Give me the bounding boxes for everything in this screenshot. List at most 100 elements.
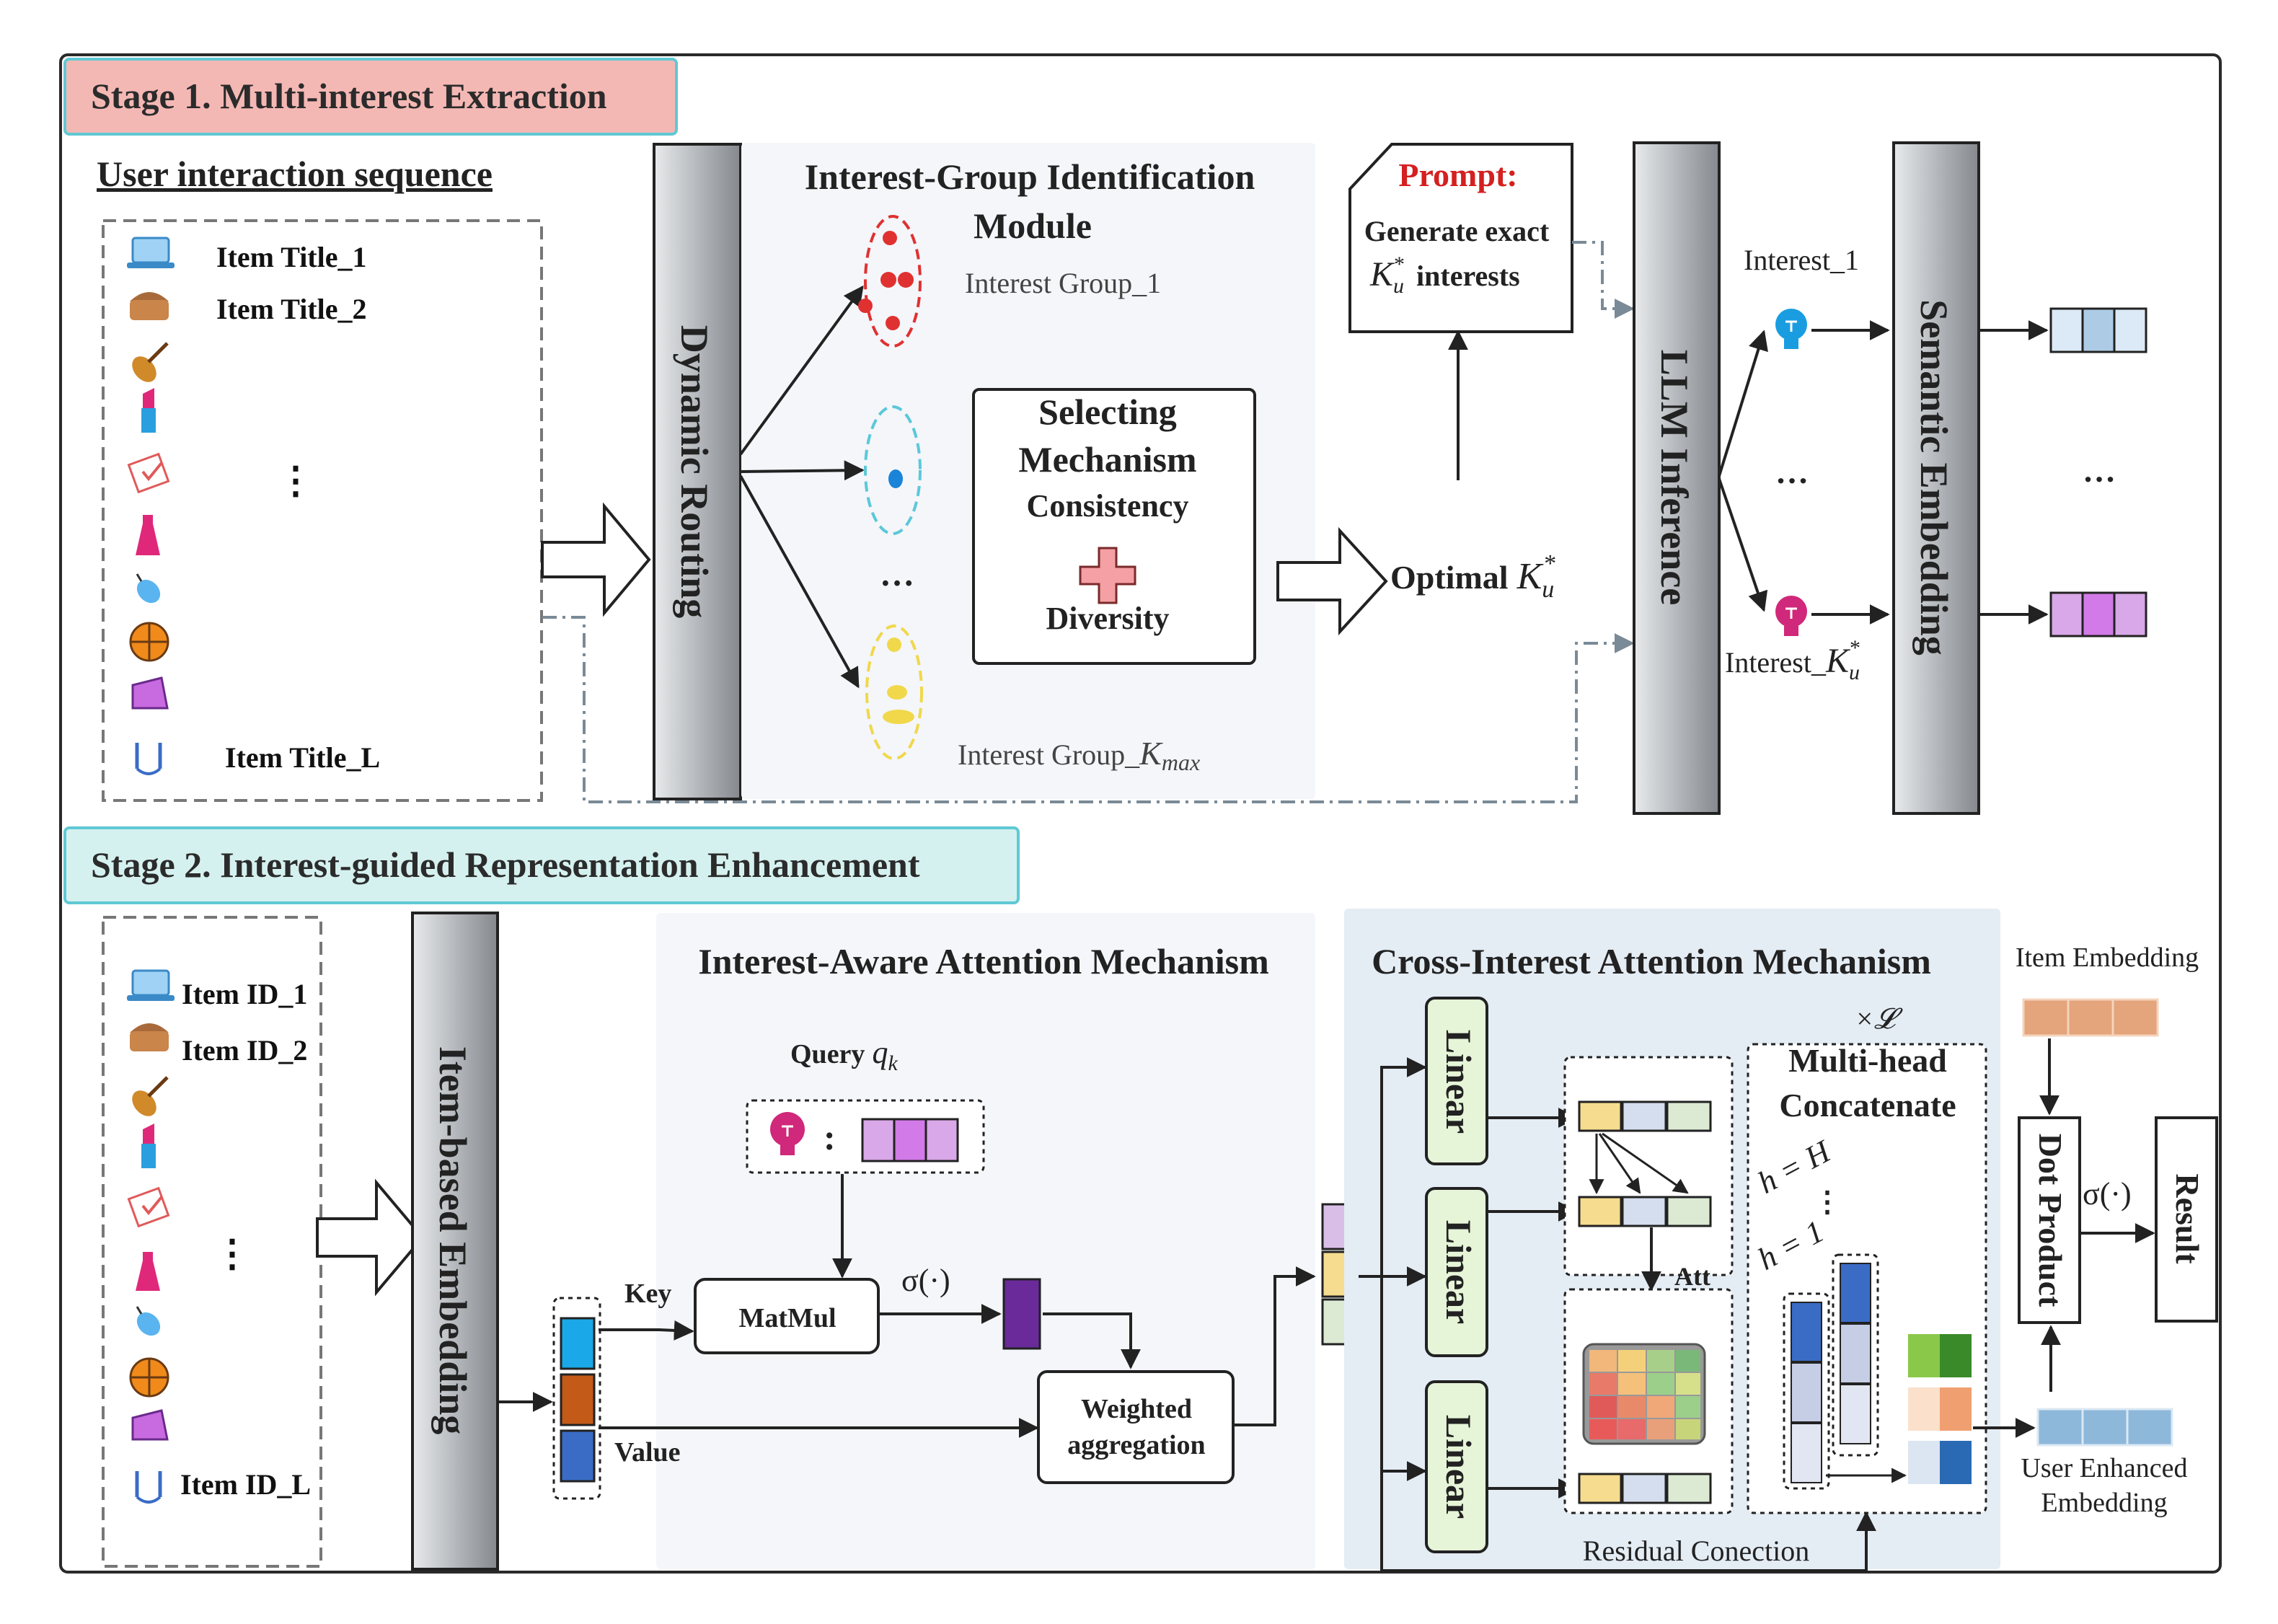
hollow-arrow-to-routing xyxy=(541,502,651,617)
ciam-title: Cross-Interest Attention Mechanism xyxy=(1372,941,1931,981)
linear-box-2: Linear xyxy=(1425,1187,1488,1357)
sigma-to-weighted-arrow xyxy=(1043,1312,1141,1369)
linear-box-3: Linear xyxy=(1425,1380,1488,1553)
igim-title-line1: Interest-Group Identification xyxy=(805,156,1255,197)
interest1-label: Interest_1 xyxy=(1744,244,1859,276)
value-label: Value xyxy=(614,1437,681,1468)
semantic-embedding-label: Semantic Embedding xyxy=(1912,299,1956,656)
item-embedding-vector xyxy=(2022,998,2159,1037)
consistency-label: Consistency xyxy=(1027,488,1189,524)
concat-output xyxy=(1908,1334,1972,1484)
item-embedding-input-label: Item Embedding xyxy=(2016,943,2199,973)
dynamic-routing-label: Dynamic Routing xyxy=(673,325,716,619)
item-title-2: Item Title_2 xyxy=(216,293,367,325)
route-arrow-1 xyxy=(739,285,864,456)
plus-icon xyxy=(1079,547,1136,604)
key-label: Key xyxy=(624,1279,671,1309)
prompt-box: Prompt: Generate exact Ku*interests xyxy=(1348,143,1573,333)
stage1-icons xyxy=(127,237,175,775)
prompt-label: Prompt: xyxy=(1398,156,1517,193)
svg-text:Linear: Linear xyxy=(1439,1030,1479,1134)
weighted-line2: aggregation xyxy=(1067,1430,1205,1460)
svg-text:Dot Product: Dot Product xyxy=(2032,1134,2069,1307)
multihead-line1: Multi-head xyxy=(1788,1042,1947,1079)
vectors-ellipsis: … xyxy=(2083,452,2116,489)
residual-connection-arrow xyxy=(1380,1471,1876,1572)
notebook-icon xyxy=(127,452,170,494)
item-embedding-label: Item-based Embedding xyxy=(431,1046,474,1435)
dynamic-routing-bar: Dynamic Routing xyxy=(653,143,742,800)
query-colon: : xyxy=(824,1117,836,1157)
llm-to-interest1-arrow xyxy=(1718,330,1768,477)
basket-icon xyxy=(130,1023,169,1051)
route-arrow-2 xyxy=(740,460,865,481)
key-value-vector xyxy=(552,1297,601,1500)
attention-heatmap xyxy=(1582,1343,1706,1445)
sneaker-icon xyxy=(131,676,169,710)
lightbulb-icon xyxy=(1775,309,1807,349)
lipstick-icon xyxy=(141,1124,156,1168)
prompt-line1: Generate exact xyxy=(1364,215,1550,247)
item-title-1: Item Title_1 xyxy=(216,241,367,273)
interest-group-2 xyxy=(864,405,922,535)
svg-text:Result: Result xyxy=(2169,1173,2206,1264)
cable-icon xyxy=(135,743,162,775)
item-embedding-bar: Item-based Embedding xyxy=(411,912,499,1571)
qk-arrow-3 xyxy=(1602,1132,1689,1194)
final-sigma-label: σ(·) xyxy=(2083,1176,2132,1212)
v-vector xyxy=(1578,1473,1712,1504)
laptop-icon xyxy=(127,969,175,1001)
user-enhanced-embedding-vector xyxy=(2036,1408,2173,1447)
result-box: Result xyxy=(2155,1116,2218,1323)
selecting-mechanism-box: Selecting Mechanism Consistency Diversit… xyxy=(972,388,1256,665)
sequence-title: User interaction sequence xyxy=(97,154,493,194)
item-id-L: Item ID_L xyxy=(180,1468,311,1501)
interest-group-1 xyxy=(858,215,922,348)
interest-group-kmax-label: Interest Group_Kmax xyxy=(958,735,1200,775)
sigma-label: σ(·) xyxy=(901,1263,950,1298)
qk-arrow-2 xyxy=(1598,1133,1641,1194)
violin-icon xyxy=(132,342,169,382)
hollow-arrow-to-item-embedding xyxy=(316,1178,425,1297)
interestK-label: Interest_Ku* xyxy=(1725,636,1860,684)
iaam-title: Interest-Aware Attention Mechanism xyxy=(698,941,1269,981)
prompt-line2: Ku*interests xyxy=(1369,252,1520,298)
key-arrow xyxy=(599,1320,694,1341)
item-id-2: Item ID_2 xyxy=(182,1034,307,1067)
svg-text:Linear: Linear xyxy=(1439,1415,1479,1519)
lightbulb-icon xyxy=(770,1112,805,1155)
selecting-line1: Selecting xyxy=(1038,392,1177,432)
llm-to-interestK-arrow xyxy=(1718,478,1768,612)
times-L-label: ×𝓛 xyxy=(1855,1002,1903,1035)
weighted-aggregation-box: Weighted aggregation xyxy=(1037,1370,1235,1484)
semantic-vector-K xyxy=(2049,591,2147,637)
llm-inference-bar: LLM Inference xyxy=(1633,141,1721,815)
semantic-embedding-bar: Semantic Embedding xyxy=(1892,141,1980,815)
svg-text:Linear: Linear xyxy=(1439,1220,1479,1324)
route-arrow-3 xyxy=(739,475,860,689)
residual-label: Residual Conection xyxy=(1583,1535,1809,1567)
stage2-icons xyxy=(127,969,175,1504)
q-vector xyxy=(1578,1100,1712,1132)
prompt-to-llm-connector xyxy=(1572,241,1635,319)
item-id-dots: ⋮ xyxy=(213,1234,251,1275)
stage2-item-list xyxy=(102,916,322,1568)
interest-group-kmax xyxy=(865,625,923,760)
matmul-box: MatMul xyxy=(694,1278,880,1354)
k-vector xyxy=(1578,1196,1712,1227)
user-enhanced-line2: Embedding xyxy=(2041,1488,2167,1518)
laptop-icon xyxy=(127,237,175,268)
semantic-vector-1 xyxy=(2049,307,2147,353)
interest-group-ellipsis: … xyxy=(880,555,914,593)
interest-group-1-label: Interest Group_1 xyxy=(965,267,1161,299)
sequence-to-llm-connector xyxy=(542,616,1635,803)
item-list-dots: ⋮ xyxy=(277,461,314,502)
weighted-to-interest-vec-arrow xyxy=(1233,1266,1316,1426)
violin-icon xyxy=(132,1076,169,1116)
query-box: : xyxy=(746,1099,985,1174)
item-id-1: Item ID_1 xyxy=(182,978,307,1010)
mouse-icon xyxy=(136,1306,161,1336)
notebook-icon xyxy=(127,1186,170,1228)
